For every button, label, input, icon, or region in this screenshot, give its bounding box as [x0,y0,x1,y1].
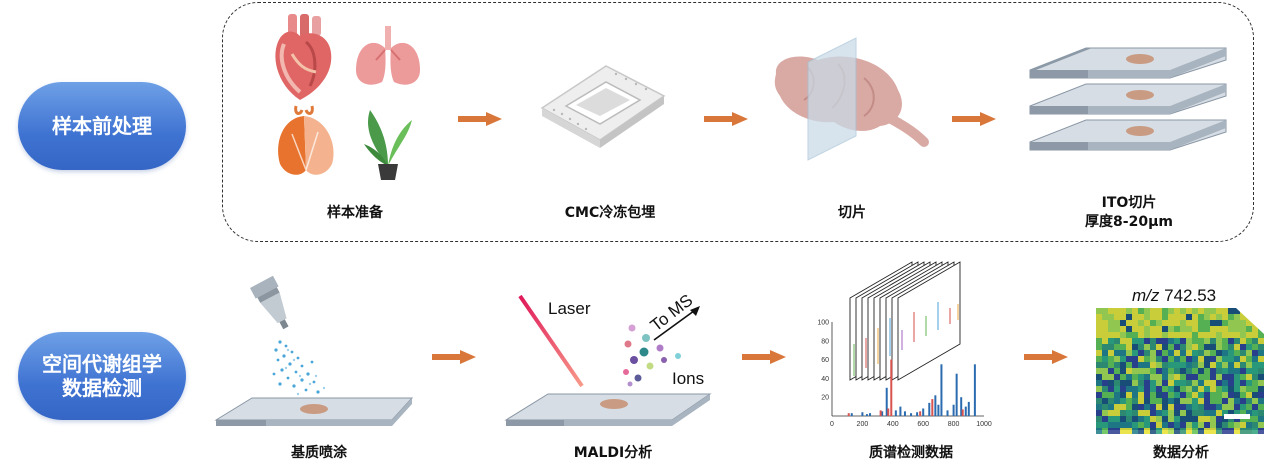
arrow-icon [704,112,748,126]
row-label-detection-line1: 空间代谢组学 [42,352,162,376]
caption-maldi: MALDI分析 [573,445,653,461]
caption-sample-prep: 样本准备 [327,205,383,221]
scale-bar [1224,414,1250,419]
mz-title: m/z 742.53 [1132,286,1216,306]
spectrum-bar [879,410,882,416]
spectrum-bar [946,410,949,416]
heart-icon [275,14,332,100]
spectrum-bar [937,404,940,416]
caption-section: 切片 [838,205,866,221]
spectrum-bar [861,412,864,416]
spectrum-bar [890,359,893,416]
plant-icon [364,110,412,180]
row-label-pretreatment-text: 样本前处理 [52,114,152,138]
spectrum-bar [973,364,976,416]
matrix-slide-icon [214,397,414,426]
row-label-detection: 空间代谢组学 数据检测 [18,332,186,420]
ion-image-corner [1236,308,1264,334]
x-tick-label: 0 [830,421,834,428]
y-tick-label: 60 [821,357,829,364]
laser-label: Laser [548,299,591,318]
y-tick-label: 100 [817,320,829,327]
spectrum-bar [869,413,871,416]
spectrum-bar [887,408,890,416]
caption-ms-data: 质谱检测数据 [869,445,953,461]
spectrum-bar [899,406,902,416]
flower-icon [278,105,334,175]
spectrum-bar [916,412,919,416]
to-ms-label: To MS [647,291,697,336]
sprayer-icon [250,275,326,396]
spectrum-bar [952,404,955,416]
arrow-icon [432,350,476,364]
spectrum-frame-stack [849,261,961,381]
row-label-detection-line2: 数据检测 [62,376,142,400]
y-tick-label: 20 [821,395,829,402]
x-tick-label: 1000 [976,421,992,428]
spectrum-bar [967,401,970,416]
spectrum-bar [903,411,906,416]
caption-cmc-embed: CMC冷冻包埋 [564,205,656,221]
spectrum-bars [847,359,976,416]
spectrum-bar [961,409,964,416]
spectrum-bar [955,373,958,416]
spectrum-bar [940,364,943,416]
arrow-icon [458,112,502,126]
x-tick-label: 800 [948,421,960,428]
ion-image-pixels [1096,308,1264,434]
spectrum-bar [850,413,853,416]
caption-ito-line1: ITO切片 [1101,195,1157,211]
arrow-icon [742,350,786,364]
spectrum-bar [931,399,934,416]
mz-title-text: m/z 742.53 [1132,286,1216,305]
spectrum-bar [910,413,913,416]
caption-ito-line2: 厚度8-20μm [1085,214,1173,230]
ion-image [1096,308,1264,434]
spectrum-bar [865,414,868,416]
spectrum-bar [960,397,963,416]
mass-spectrum-chart: 0 200 400 600 800 1000 20 40 60 80 100 [817,261,992,429]
spectrum-bar [885,387,888,416]
spectrum-bar [964,406,967,416]
spectrum-bar [919,411,922,416]
maldi-icon: Laser To MS Ions [504,291,712,426]
pretreatment-frame [222,2,1254,242]
mz-italic: m/z [1132,286,1160,305]
ions-label: Ions [672,369,704,388]
x-tick-label: 200 [857,421,869,428]
cmc-mold-icon [540,65,666,148]
ito-slides-icon [1029,47,1227,151]
caption-analysis: 数据分析 [1153,445,1209,461]
arrow-icon [1024,350,1068,364]
x-tick-label: 400 [887,421,899,428]
spectrum-bar [881,411,884,416]
spectrum-bar [928,402,931,416]
caption-matrix-spray: 基质喷涂 [291,445,347,461]
caption-ito: ITO切片 厚度8-20μm [1064,194,1194,232]
spectrum-bar [847,413,850,416]
y-tick-label: 40 [821,376,829,383]
arrow-icon [952,112,996,126]
row-label-pretreatment: 样本前处理 [18,82,186,170]
spectrum-axes: 0 200 400 600 800 1000 20 40 60 80 100 [817,320,992,429]
brain-section-icon [774,37,929,161]
spectrum-bar [894,410,897,416]
mz-value: 742.53 [1159,286,1217,305]
lungs-icon [356,26,420,85]
spectrum-bar [922,408,925,416]
spectrum-bar [934,395,937,416]
y-tick-label: 80 [821,338,829,345]
x-tick-label: 600 [917,421,929,428]
